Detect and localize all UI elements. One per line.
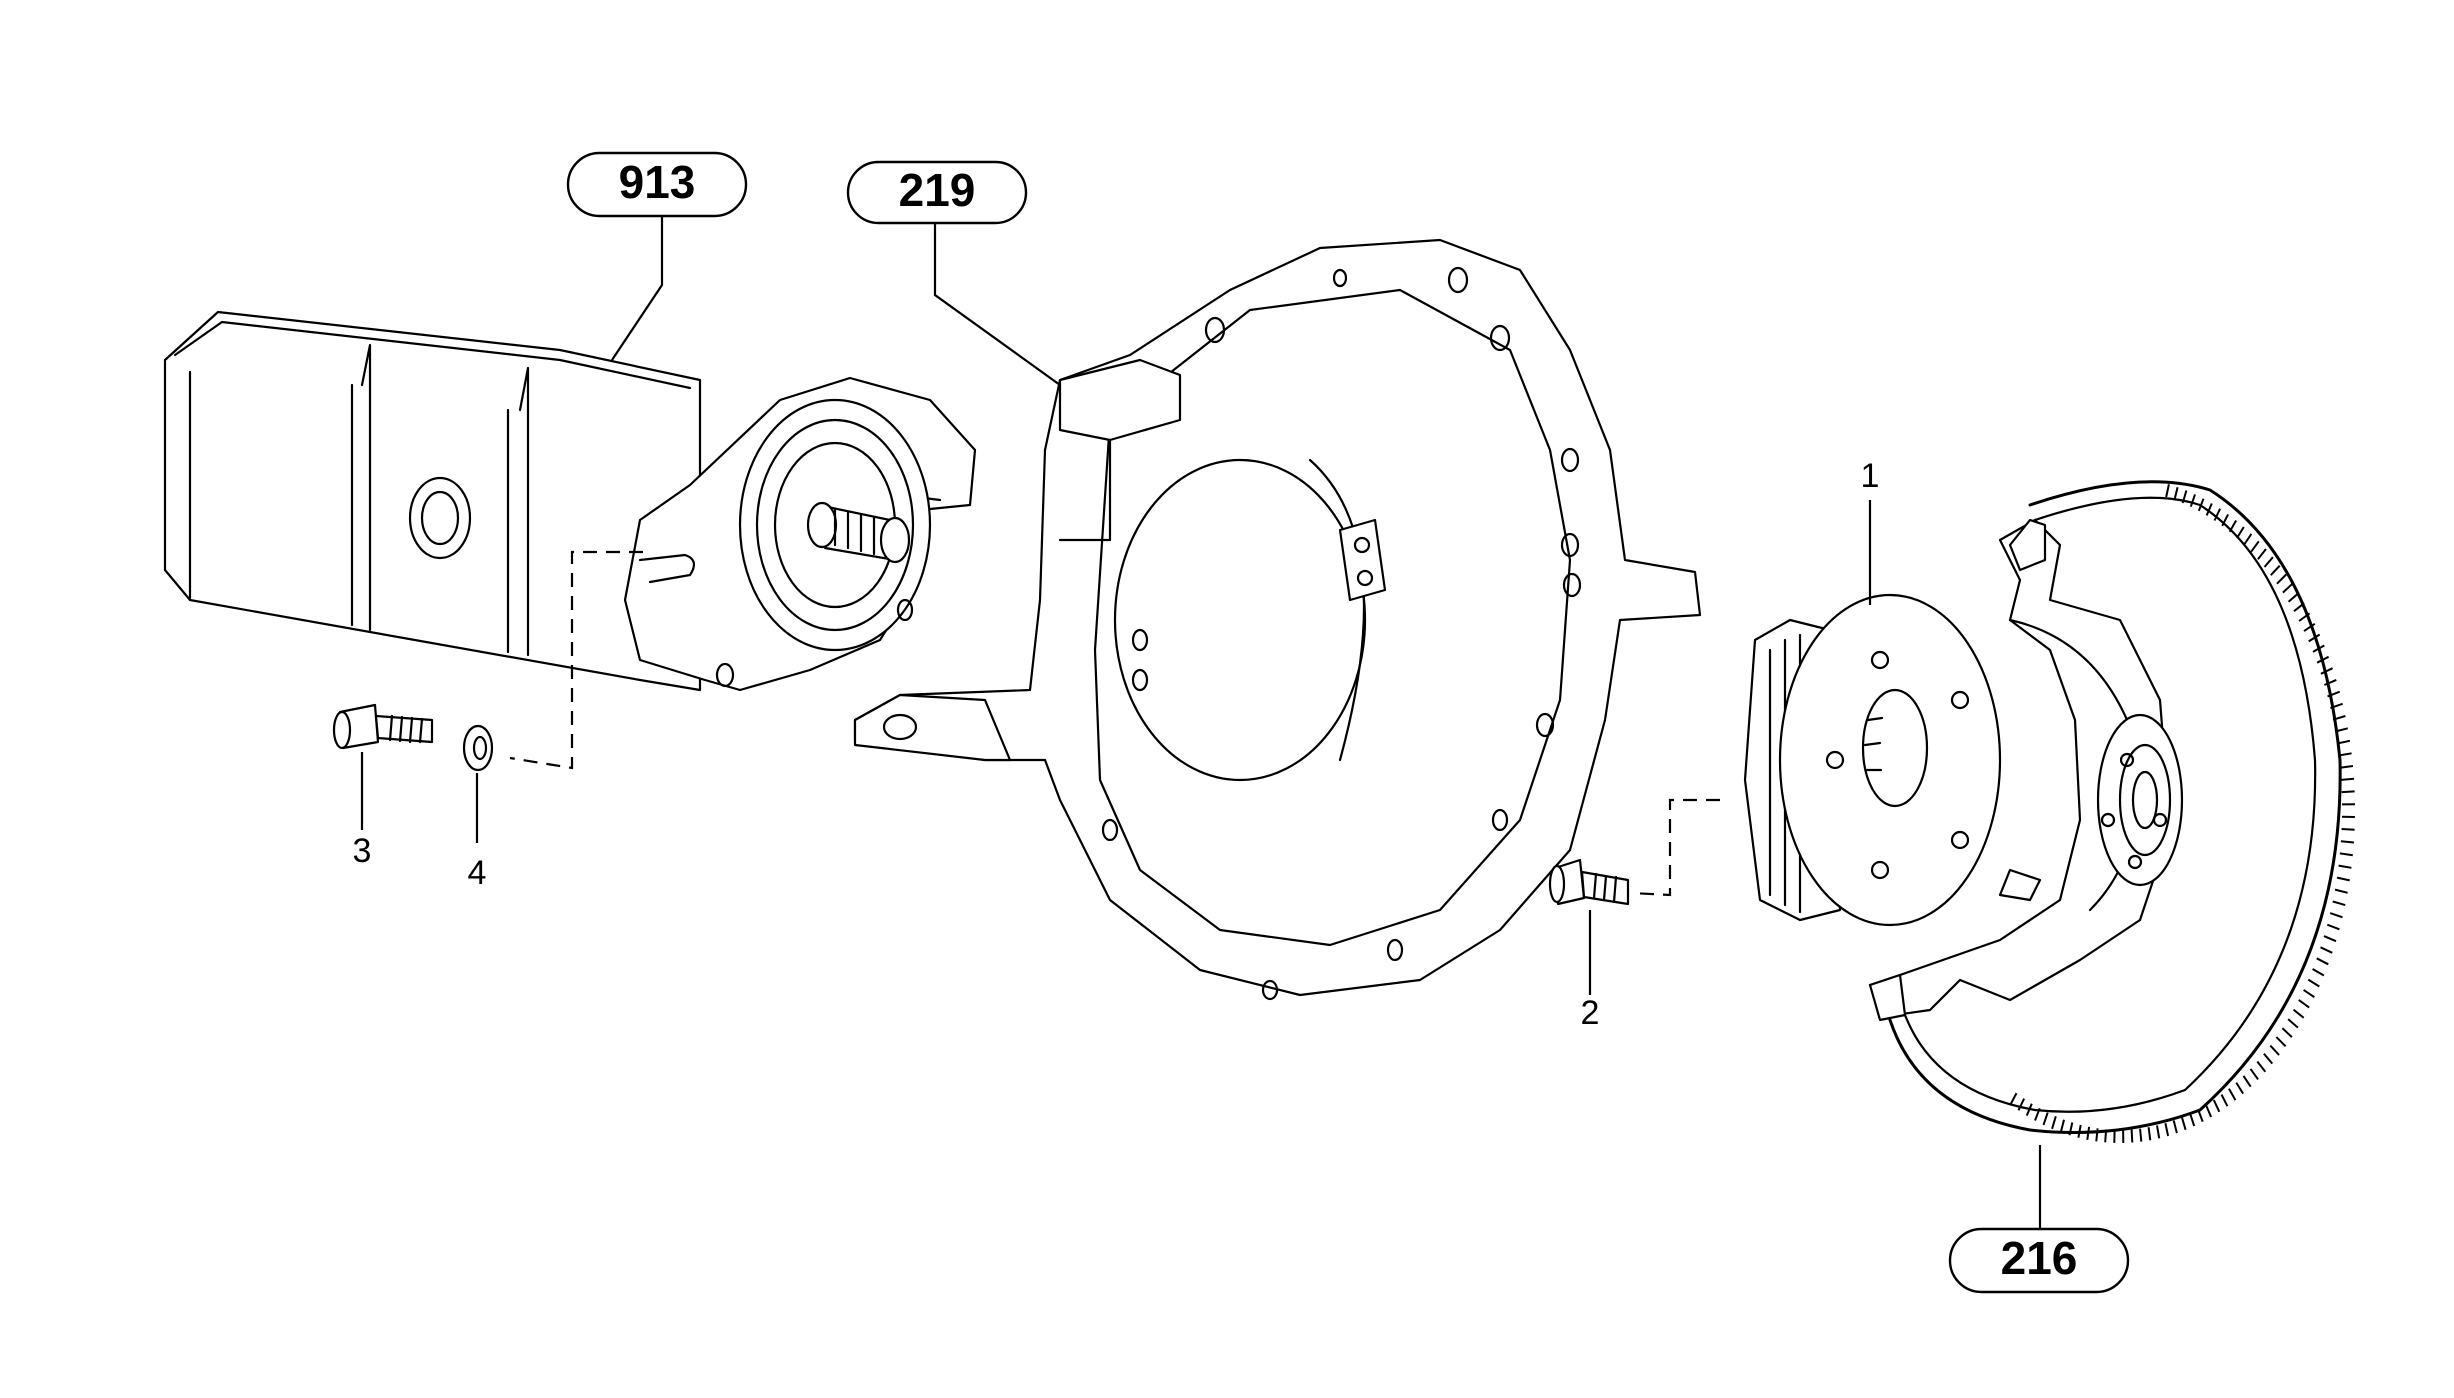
assembly-line-hub bbox=[1632, 800, 1720, 895]
gear-tooth bbox=[2270, 1046, 2279, 1056]
gear-tooth bbox=[2340, 853, 2353, 855]
gear-tooth bbox=[2191, 494, 2195, 506]
gear-tooth bbox=[2283, 584, 2293, 593]
gear-tooth bbox=[2044, 1113, 2048, 1125]
gear-tooth bbox=[2342, 829, 2355, 830]
hydraulic-pump bbox=[165, 312, 975, 690]
gear-tooth bbox=[2010, 1093, 2016, 1105]
gear-tooth bbox=[2327, 925, 2339, 930]
gear-tooth bbox=[2174, 1121, 2177, 1134]
leader-219 bbox=[935, 223, 1060, 385]
gear-tooth bbox=[2244, 1076, 2251, 1087]
gear-tooth bbox=[2277, 575, 2286, 584]
gear-tooth bbox=[2257, 1062, 2265, 1072]
gear-tooth bbox=[2299, 1000, 2310, 1008]
gear-tooth bbox=[2342, 791, 2355, 792]
gear-tooth bbox=[2087, 1127, 2089, 1140]
gear-tooth bbox=[2258, 549, 2266, 559]
gear-tooth bbox=[2339, 866, 2352, 868]
gear-tooth bbox=[2321, 947, 2333, 953]
gear-tooth bbox=[2190, 1114, 2194, 1126]
gear-tooth bbox=[2324, 936, 2336, 941]
callout-216: 216 bbox=[1950, 1229, 2128, 1292]
gear-tooth bbox=[2251, 541, 2259, 552]
gear-tooth bbox=[2333, 901, 2346, 905]
item-number-1: 1 bbox=[1861, 457, 1880, 495]
cap-screw-2 bbox=[1550, 860, 1628, 904]
gear-tooth bbox=[2271, 566, 2280, 576]
callout-913-label: 913 bbox=[619, 156, 696, 208]
gear-tooth bbox=[2165, 1123, 2168, 1136]
gear-tooth bbox=[2335, 890, 2348, 893]
callout-216-label: 216 bbox=[2001, 1232, 2078, 1284]
gear-tooth bbox=[2244, 534, 2251, 545]
coupling-hub bbox=[1745, 595, 2000, 925]
gear-tooth bbox=[2282, 1028, 2292, 1037]
gear-tooth bbox=[2276, 1037, 2285, 1046]
callout-219: 219 bbox=[848, 162, 1026, 223]
gear-tooth bbox=[2304, 990, 2315, 997]
gear-tooth bbox=[2140, 1129, 2141, 1142]
gear-tooth bbox=[2157, 1126, 2159, 1139]
item-number-4: 4 bbox=[468, 854, 487, 892]
gear-tooth bbox=[2317, 958, 2329, 964]
gear-tooth bbox=[2132, 1130, 2133, 1143]
gear-tooth bbox=[2289, 593, 2299, 602]
gear-tooth bbox=[2251, 1069, 2259, 1080]
gear-tooth bbox=[2265, 557, 2273, 567]
gear-tooth bbox=[2182, 1117, 2186, 1130]
item-number-3: 3 bbox=[353, 832, 372, 870]
leader-913 bbox=[612, 216, 662, 360]
gear-tooth bbox=[2313, 969, 2324, 976]
gear-tooth bbox=[2206, 1105, 2211, 1117]
gear-tooth bbox=[2237, 527, 2244, 538]
gear-tooth bbox=[2294, 1010, 2304, 1018]
gear-tooth bbox=[2078, 1125, 2080, 1138]
callout-913: 913 bbox=[568, 153, 746, 216]
gear-tooth bbox=[2105, 1129, 2106, 1142]
gear-tooth bbox=[2230, 521, 2236, 532]
gear-tooth bbox=[2061, 1120, 2064, 1133]
gear-tooth bbox=[2175, 487, 2178, 500]
gear-tooth bbox=[2337, 878, 2350, 881]
callout-219-label: 219 bbox=[899, 164, 976, 216]
gear-tooth bbox=[2308, 980, 2319, 987]
washer-4 bbox=[464, 726, 492, 770]
gear-tooth bbox=[2236, 1083, 2243, 1094]
gear-tooth bbox=[2340, 766, 2353, 768]
gear-tooth bbox=[2222, 1095, 2228, 1107]
gear-tooth bbox=[2341, 841, 2354, 842]
gear-tooth bbox=[2330, 913, 2342, 917]
gear-tooth bbox=[2149, 1127, 2151, 1140]
ring-gear-teeth bbox=[2010, 484, 2355, 1143]
gear-tooth bbox=[2229, 1089, 2235, 1100]
gear-tooth bbox=[2264, 1054, 2272, 1064]
gear-tooth bbox=[2096, 1128, 2097, 1141]
gear-tooth bbox=[2288, 1019, 2298, 1028]
item-number-2: 2 bbox=[1581, 994, 1600, 1032]
gear-tooth bbox=[2341, 779, 2354, 780]
gear-tooth bbox=[2052, 1116, 2056, 1129]
gear-tooth bbox=[2166, 484, 2169, 497]
gear-tooth bbox=[2214, 1100, 2220, 1112]
cap-screw-3 bbox=[334, 705, 432, 748]
